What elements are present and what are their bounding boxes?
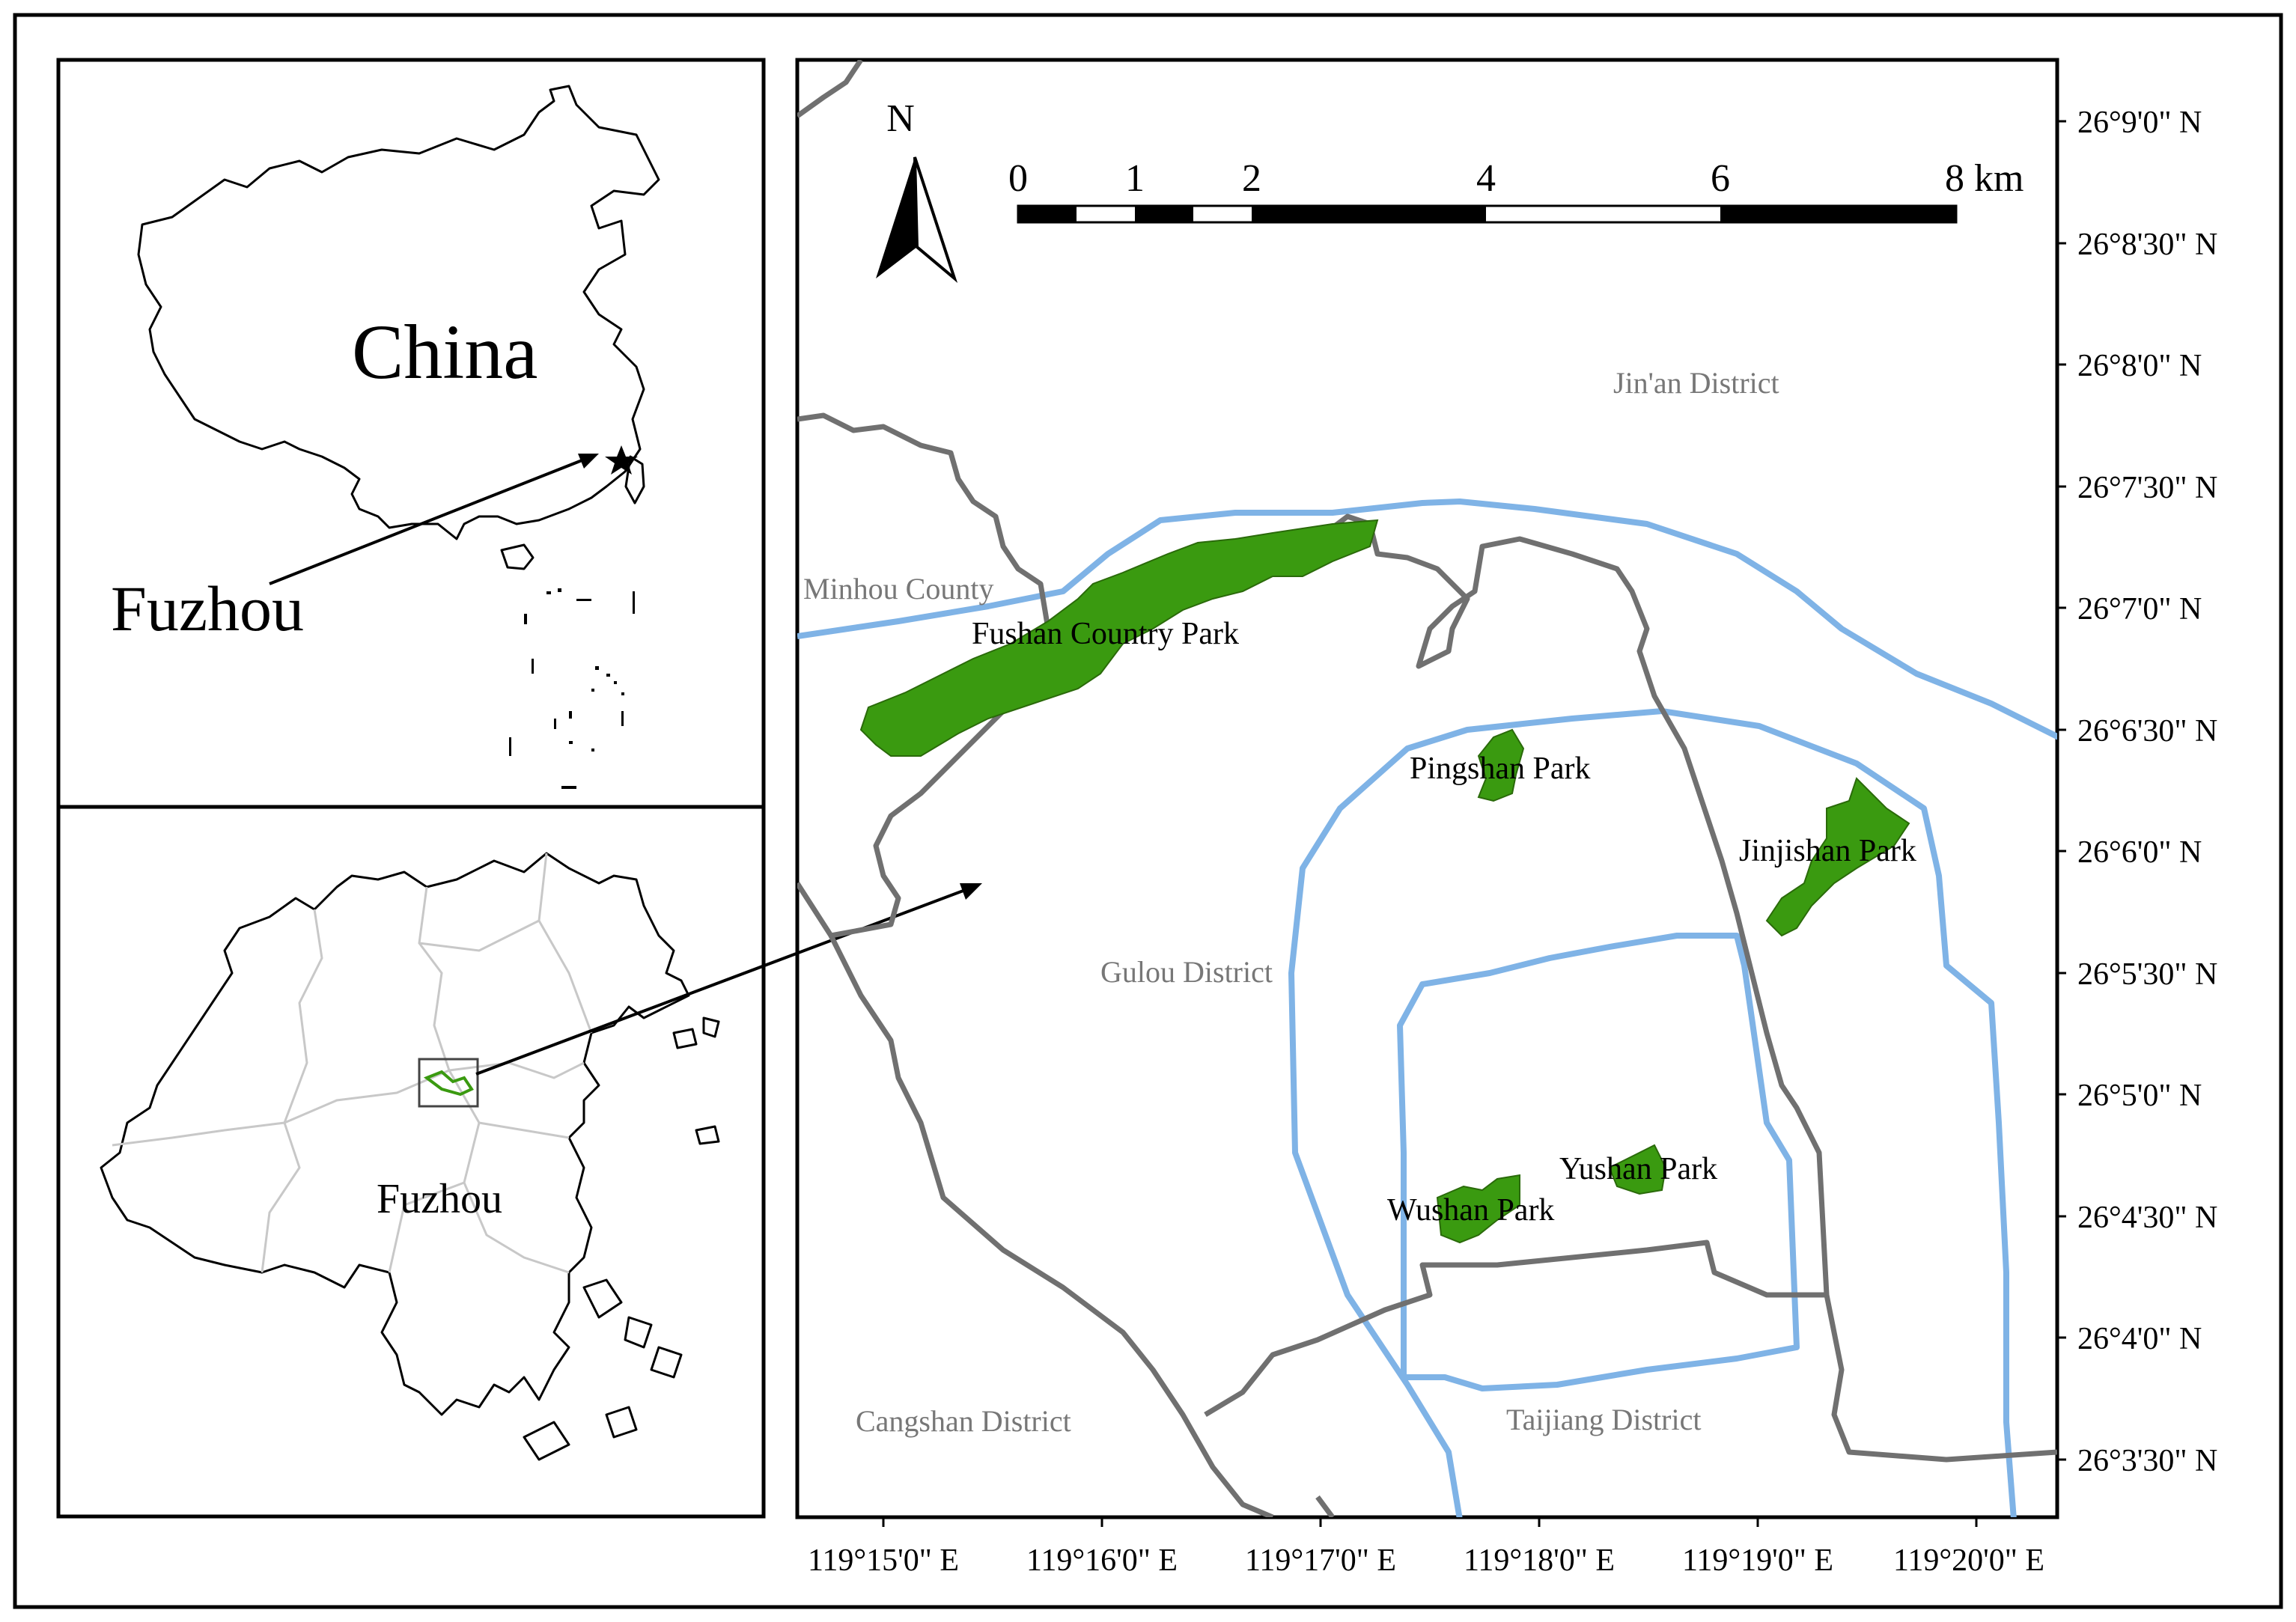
latitude-labels: 26°9'0" N 26°8'30" N 26°8'0" N 26°7'30" …: [2077, 106, 2217, 1478]
lat-label: 26°9'0" N: [2077, 106, 2202, 140]
lat-label: 26°8'0" N: [2077, 349, 2202, 383]
outer-ring-road: [797, 499, 2057, 740]
fuzhou-inset-frame: [56, 805, 766, 1519]
yushan-park-label: Yushan Park: [1559, 1152, 1717, 1186]
scale-bar: 0 1 2 4 6 8 km: [1008, 157, 2024, 224]
lat-label: 26°4'0" N: [2077, 1322, 2202, 1356]
pingshan-park: [1477, 728, 1525, 802]
scale-tick-4: 4: [1476, 157, 1496, 200]
fuzhou-star-marker: [605, 445, 638, 475]
study-area-miniature: [423, 1070, 474, 1097]
yushan-park: [1608, 1144, 1667, 1195]
study-area-box: [418, 1058, 479, 1108]
lat-label: 26°4'30" N: [2077, 1201, 2217, 1235]
north-arrow-left-half: [876, 157, 917, 278]
inner-ring-road: [1397, 933, 1800, 1391]
hainan-island: [500, 543, 535, 570]
latitude-axis: [2057, 120, 2066, 1461]
district-boundary-southwest: [797, 882, 1274, 1517]
fuzhou-inset-label: Fuzhou: [377, 1176, 502, 1222]
jinjishan-park-label: Jinjishan Park: [1739, 834, 1916, 868]
lat-label: 26°5'0" N: [2077, 1079, 2202, 1113]
main-map-frame: [795, 58, 2059, 1519]
fuzhou-city-outline: [100, 852, 690, 1416]
district-boundary-south: [1204, 1240, 1827, 1418]
south-china-sea-islands: [509, 588, 635, 789]
lon-label: 119°16'0" E: [1026, 1543, 1178, 1578]
lat-label: 26°7'30" N: [2077, 471, 2217, 505]
scale-tick-1: 1: [1125, 157, 1145, 200]
study-area-pointer-arrow: [475, 885, 974, 1076]
taiwan-island: [624, 455, 645, 504]
district-boundary-north: [797, 60, 863, 118]
lat-label: 26°5'30" N: [2077, 957, 2217, 992]
fuzhou-pointer-arrowhead: [578, 454, 599, 469]
lon-label: 119°20'0" E: [1893, 1543, 2044, 1578]
cangshan-district-label: Cangshan District: [856, 1404, 1071, 1438]
china-inset: China Fuzhou: [56, 58, 766, 809]
lon-label: 119°15'0" E: [808, 1543, 959, 1578]
taijiang-district-label: Taijiang District: [1506, 1403, 1701, 1436]
longitude-labels: 119°15'0" E 119°16'0" E 119°17'0" E 119°…: [808, 1543, 2044, 1578]
scale-tick-2: 2: [1242, 157, 1261, 200]
china-label: China: [352, 309, 538, 395]
study-area-pointer-arrowhead: [960, 883, 982, 900]
lat-label: 26°3'30" N: [2077, 1444, 2217, 1478]
fuzhou-inset: Fuzhou: [56, 805, 982, 1519]
china-inset-fuzhou-label: Fuzhou: [111, 573, 304, 644]
wushan-park: [1436, 1174, 1520, 1244]
north-arrow-right-half: [913, 156, 958, 284]
scale-tick-0: 0: [1008, 157, 1028, 200]
north-arrow-label: N: [886, 97, 915, 140]
pingshan-park-label: Pingshan Park: [1410, 751, 1591, 786]
lon-label: 119°18'0" E: [1464, 1543, 1615, 1578]
longitude-axis: [882, 1517, 1978, 1527]
fushan-country-park-label: Fushan Country Park: [972, 617, 1239, 651]
minhou-county-label: Minhou County: [803, 572, 993, 606]
lat-label: 26°7'0" N: [2077, 592, 2202, 626]
fushan-country-park: [859, 519, 1379, 757]
lon-label: 119°19'0" E: [1682, 1543, 1833, 1578]
middle-ring-road: [1288, 708, 2017, 1517]
jinan-district-label: Jin'an District: [1613, 366, 1779, 400]
gulou-district-label: Gulou District: [1100, 955, 1273, 989]
lat-label: 26°6'0" N: [2077, 835, 2202, 870]
jinjishan-park: [1765, 777, 1910, 937]
china-inset-frame: [56, 58, 766, 809]
fuzhou-coastal-islands: [523, 1016, 720, 1461]
main-map: Jin'an District Minhou County Gulou Dist…: [795, 58, 2217, 1578]
scale-tick-8-km: 8 km: [1945, 157, 2024, 200]
fuzhou-county-boundaries: [112, 853, 593, 1274]
north-arrow: N: [876, 97, 958, 284]
wushan-park-label: Wushan Park: [1387, 1193, 1554, 1228]
district-boundary-southeast-stub: [1315, 1495, 1335, 1517]
fuzhou-pointer-arrow: [269, 455, 592, 585]
lat-label: 26°8'30" N: [2077, 228, 2217, 262]
china-outline: [137, 85, 660, 540]
outer-frame: [13, 13, 2283, 1609]
lon-label: 119°17'0" E: [1245, 1543, 1396, 1578]
lat-label: 26°6'30" N: [2077, 714, 2217, 749]
scale-tick-6: 6: [1711, 157, 1730, 200]
